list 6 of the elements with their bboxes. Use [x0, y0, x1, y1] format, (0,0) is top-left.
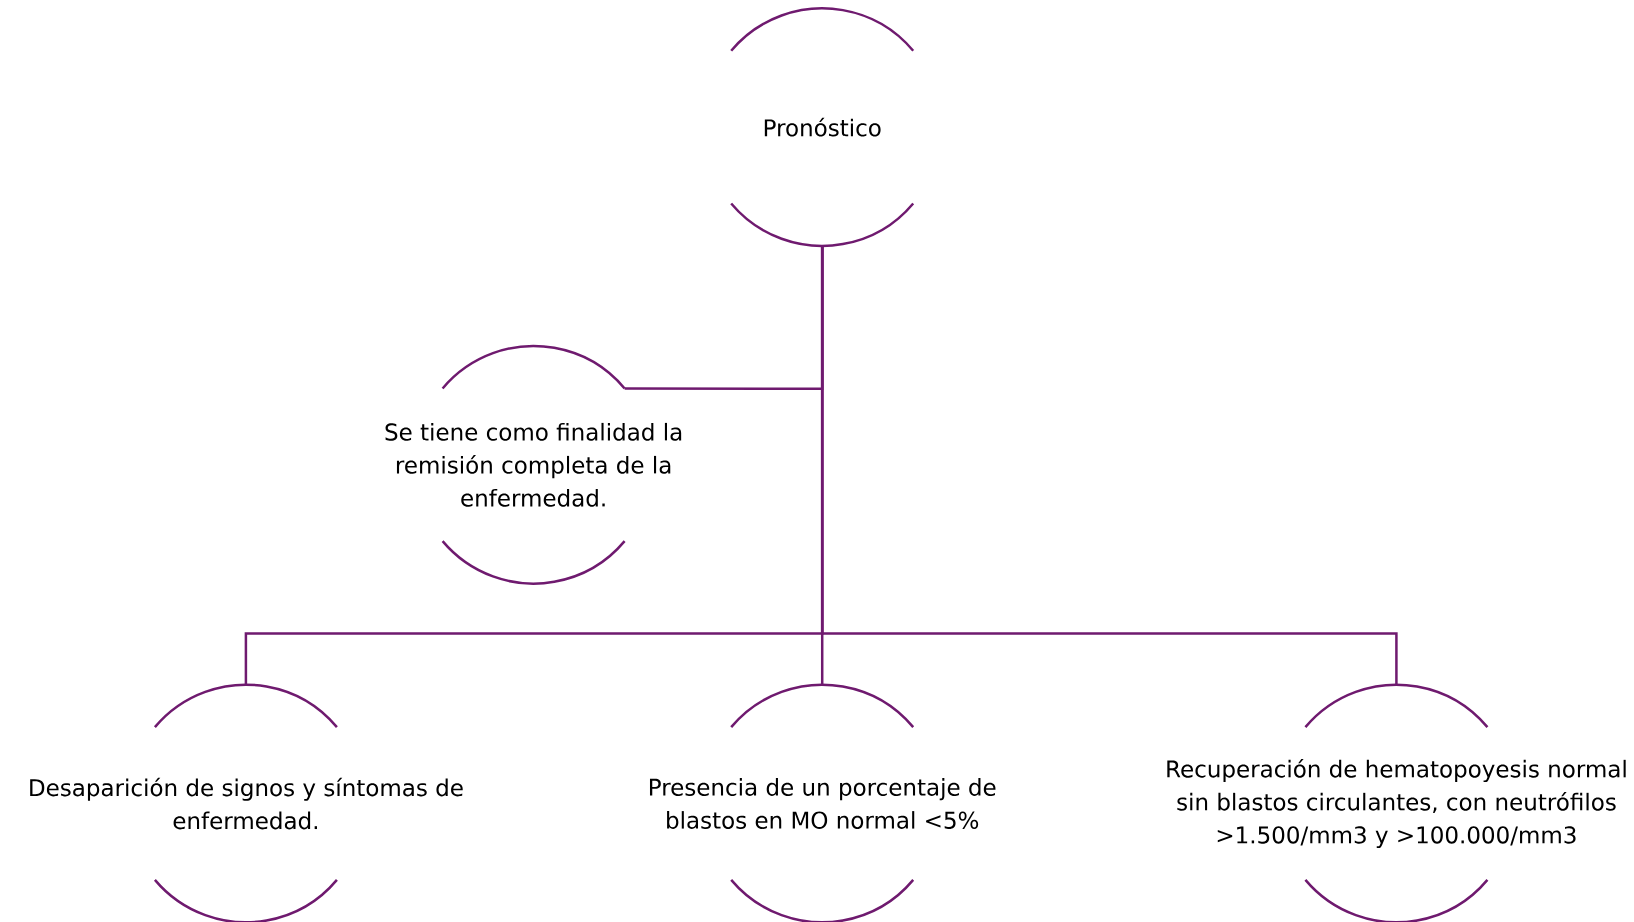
- open-circle-node: Recuperación de hematopoyesis normal sin blastos circulantes, con neutrófilos >1.500/mm3 y >100.000/mm3: [1167, 683, 1626, 922]
- open-circle-node: Pronóstico: [730, 7, 915, 248]
- open-circle-node: Presencia de un porcentaje de blastos en MO normal <5%: [650, 683, 996, 922]
- open-circle-node: Se tiene como finalidad la remisión completa de la enfermedad.: [385, 344, 682, 585]
- open-circle-node: Desaparición de signos y síntomas de enfermedad.: [30, 683, 463, 922]
- connector-line: [820, 245, 1398, 685]
